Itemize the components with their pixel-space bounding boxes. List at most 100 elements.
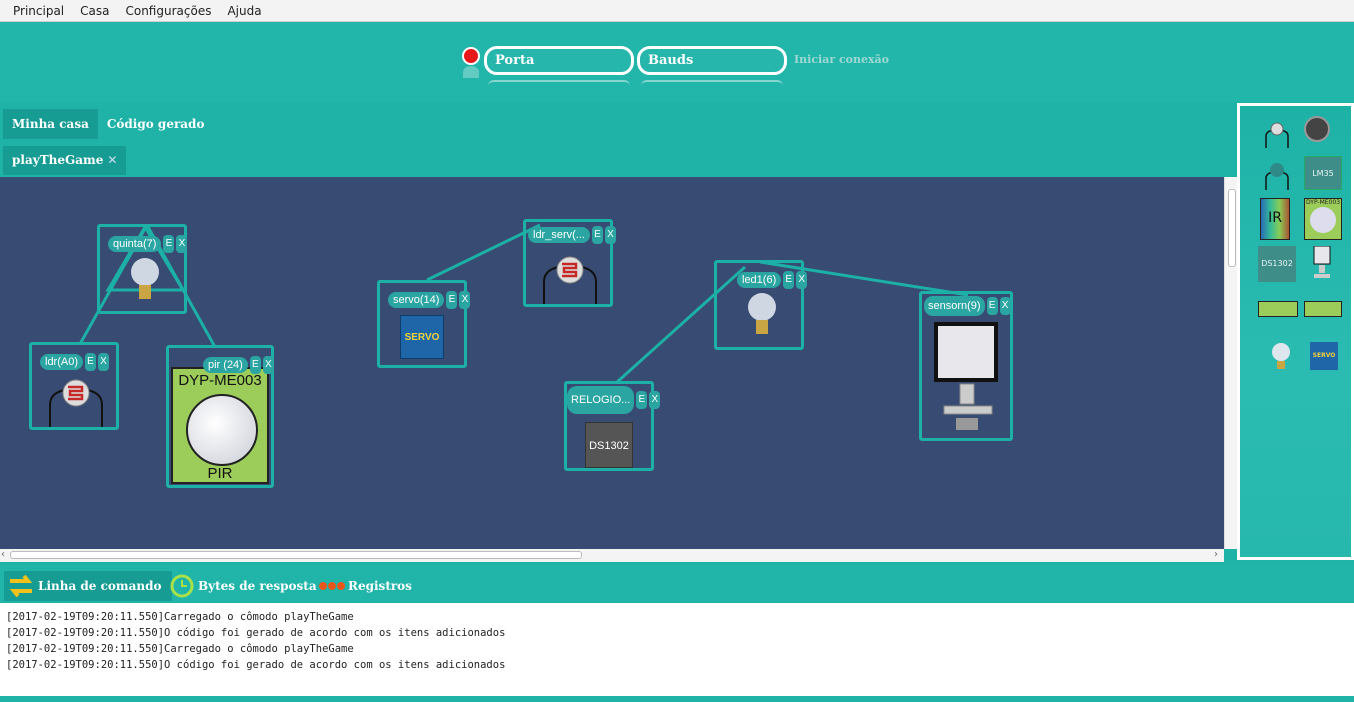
edit-button[interactable]: E — [249, 356, 261, 374]
remove-button[interactable]: X — [649, 391, 661, 409]
remove-button[interactable]: X — [796, 271, 808, 289]
remove-button[interactable]: X — [604, 226, 616, 244]
device-ldr-serv[interactable]: ldr_serv(... E X — [523, 219, 616, 307]
port-select-reflection — [488, 80, 630, 86]
device-sensorn[interactable]: sensorn(9) E X — [919, 291, 1013, 441]
tab-label: Registros — [348, 579, 412, 593]
ldr-sensor-icon — [543, 256, 597, 304]
log-line: [2017-02-19T09:20:11.550]Carregado o côm… — [6, 611, 354, 623]
device-relogio[interactable]: DS1302 RELOGIO... E X — [564, 381, 661, 471]
palette-ir-sensor[interactable]: IR — [1260, 198, 1290, 240]
dots-icon — [319, 582, 345, 590]
canvas-horizontal-scrollbar[interactable]: ‹ › — [0, 549, 1224, 562]
device-pir[interactable]: DYP-ME003 PIR pir (24) E X — [166, 345, 274, 488]
clock-refresh-icon — [170, 574, 194, 598]
ds1302-chip: DS1302 — [585, 422, 633, 468]
component-palette: LM35 IR DYP-ME003 DS1302 SERVO — [1237, 103, 1354, 560]
remove-button[interactable]: X — [999, 297, 1011, 315]
baud-select[interactable]: Bauds — [637, 46, 787, 75]
palette-display-sensor[interactable] — [1304, 245, 1340, 282]
remove-button[interactable]: X — [98, 353, 110, 371]
menu-configuracoes[interactable]: Configurações — [125, 3, 212, 18]
tab-registros[interactable]: Registros — [318, 571, 412, 601]
room-tab-label: playTheGame — [12, 153, 104, 167]
palette-ultrasonic-sensor[interactable] — [1258, 301, 1298, 317]
device-servo[interactable]: SERVO servo(14) E X — [377, 280, 471, 368]
pir-board-top-label: DYP-ME003 — [178, 372, 262, 389]
lamp-icon — [748, 293, 776, 334]
menu-bar: Principal Casa Configurações Ajuda — [0, 0, 1354, 22]
ldr-sensor-icon — [49, 379, 103, 427]
servo-icon: SERVO — [400, 315, 444, 359]
device-quinta[interactable]: quinta(7) E X — [97, 224, 188, 314]
status-footer — [0, 696, 1354, 702]
palette-temperature-sensor[interactable] — [1260, 156, 1294, 190]
remove-button[interactable]: X — [459, 291, 471, 309]
device-label: sensorn(9) — [924, 296, 985, 316]
device-label: ldr(A0) — [40, 354, 84, 370]
palette-lamp[interactable] — [1270, 341, 1292, 371]
device-label: servo(14) — [388, 292, 445, 308]
pir-lens-icon — [1310, 207, 1336, 233]
link-servo-ldrserv — [426, 223, 541, 282]
remove-button[interactable]: X — [262, 356, 274, 374]
display-sensor-icon — [1313, 245, 1331, 278]
log-line: [2017-02-19T09:20:11.550]Carregado o côm… — [6, 643, 354, 655]
scroll-left-icon[interactable]: ‹ — [1, 549, 5, 560]
sensor-display-icon — [934, 322, 998, 430]
palette-buzzer-icon[interactable] — [1304, 116, 1330, 142]
port-select[interactable]: Porta — [484, 46, 634, 75]
palette-pir-label: DYP-ME003 — [1305, 199, 1341, 206]
palette-ds1302[interactable]: DS1302 — [1258, 246, 1296, 282]
edit-button[interactable]: E — [591, 226, 603, 244]
device-ldr-a0[interactable]: ldr(A0) E X — [29, 342, 119, 430]
device-label: RELOGIO... — [567, 386, 635, 414]
menu-ajuda[interactable]: Ajuda — [227, 3, 262, 18]
edit-button[interactable]: E — [636, 391, 648, 409]
device-label: ldr_serv(... — [528, 227, 590, 243]
lamp-icon — [1272, 343, 1290, 369]
palette-lm35[interactable]: LM35 — [1304, 156, 1342, 190]
palette-relay-module[interactable] — [1304, 301, 1342, 317]
palette-servo[interactable]: SERVO — [1310, 342, 1338, 370]
status-reflection — [463, 66, 479, 78]
horizontal-scroll-thumb[interactable] — [10, 551, 582, 559]
palette-ldr-sensor[interactable] — [1260, 114, 1294, 148]
palette-pir-sensor[interactable]: DYP-ME003 — [1304, 198, 1342, 240]
connect-button[interactable]: Iniciar conexão — [794, 53, 890, 66]
close-icon[interactable]: ✕ — [107, 153, 118, 167]
pir-board-bottom-label: PIR — [207, 465, 233, 482]
tab-bytes-de-resposta[interactable]: Bytes de resposta — [168, 571, 317, 601]
tab-linha-de-comando[interactable]: Linha de comando — [4, 571, 172, 601]
ldr-sensor-icon — [1265, 122, 1289, 148]
connection-status-icon — [462, 47, 480, 65]
tab-minha-casa[interactable]: Minha casa — [3, 109, 98, 139]
device-label: pir (24) — [203, 357, 248, 373]
edit-button[interactable]: E — [85, 353, 97, 371]
menu-principal[interactable]: Principal — [13, 3, 65, 18]
vertical-scroll-thumb[interactable] — [1228, 189, 1236, 267]
menu-casa[interactable]: Casa — [80, 3, 110, 18]
console-output[interactable]: [2017-02-19T09:20:11.550]Carregado o côm… — [0, 603, 1354, 696]
device-label: led1(6) — [737, 272, 782, 288]
tab-label: Linha de comando — [38, 579, 162, 593]
sensor-icon — [1265, 163, 1289, 190]
remove-button[interactable]: X — [176, 235, 188, 253]
canvas-vertical-scrollbar[interactable] — [1224, 177, 1238, 549]
tab-codigo-gerado[interactable]: Código gerado — [106, 117, 205, 131]
scroll-right-icon[interactable]: › — [1214, 549, 1218, 560]
room-tab[interactable]: playTheGame✕ — [3, 146, 127, 175]
house-canvas[interactable]: quinta(7) E X ldr(A0) E X DYP-ME003 PIR … — [0, 177, 1224, 549]
log-line: [2017-02-19T09:20:11.550]O código foi ge… — [6, 627, 506, 639]
edit-button[interactable]: E — [446, 291, 458, 309]
edit-button[interactable]: E — [163, 235, 175, 253]
edit-button[interactable]: E — [783, 271, 795, 289]
log-line: [2017-02-19T09:20:11.550]O código foi ge… — [6, 659, 506, 671]
lamp-icon — [105, 227, 184, 299]
device-led1[interactable]: led1(6) E X — [714, 260, 808, 350]
edit-button[interactable]: E — [986, 297, 998, 315]
swap-arrows-icon — [9, 574, 33, 598]
link-relogio-led1 — [614, 265, 747, 385]
device-label: quinta(7) — [108, 236, 162, 252]
connection-bar: Porta Bauds Iniciar conexão — [0, 22, 1354, 102]
